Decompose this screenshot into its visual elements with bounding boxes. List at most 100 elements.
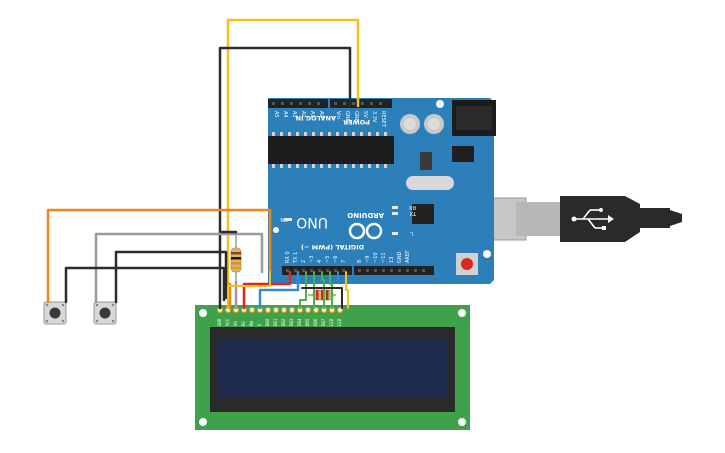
resistor-pulldown[interactable] — [230, 232, 242, 282]
lcd-pin-label: DB0 — [265, 318, 270, 326]
lcd-pin-label: DB5 — [305, 318, 310, 326]
usb-cable-end — [670, 210, 682, 226]
wire-black-gnd — [218, 46, 352, 310]
svg-text:GND: GND — [344, 111, 350, 123]
on-led — [284, 218, 292, 221]
svg-text:8: 8 — [357, 260, 363, 263]
lcd-screen — [218, 340, 447, 397]
lcd-pin-label: V0 — [233, 321, 238, 326]
chip-pins-bottom — [272, 164, 387, 168]
svg-text:A0: A0 — [318, 111, 324, 118]
chip-pins-top — [272, 132, 387, 136]
analog-in-label: ANALOG IN — [296, 114, 336, 122]
wire-orange-button1 — [46, 208, 272, 304]
rx-label: RX — [409, 204, 416, 210]
pushbutton-cap — [99, 307, 111, 319]
lcd-pin-label: RW — [249, 321, 254, 326]
svg-text:GND: GND — [353, 111, 359, 123]
svg-text:A1: A1 — [309, 111, 315, 118]
digital-pwm-label: DIGITAL (PWM ~) — [301, 243, 364, 251]
arduino-brand-text: ARDUINO — [347, 211, 384, 219]
svg-text:3.3V: 3.3V — [371, 111, 377, 123]
lcd-mount-hole — [199, 418, 207, 426]
wire-yellow-lcd-vcc — [227, 271, 271, 301]
analog-header — [268, 99, 328, 108]
pushbutton-1[interactable] — [43, 301, 67, 325]
svg-text:5V: 5V — [362, 111, 368, 118]
arduino-mount-hole — [483, 250, 491, 258]
lcd-mount-hole — [199, 309, 207, 317]
svg-text:~6: ~6 — [333, 256, 339, 263]
arduino-mount-hole — [273, 227, 279, 233]
svg-text:~5: ~5 — [325, 256, 331, 263]
lcd-pin-label: DB4 — [297, 318, 302, 326]
lcd-pin-label: GND — [217, 318, 222, 326]
svg-text:A3: A3 — [291, 111, 297, 118]
wire-yellow-5v — [226, 18, 360, 310]
svg-text:GND: GND — [397, 251, 403, 263]
lcd-pin-label: DB7 — [321, 318, 326, 326]
svg-text:RX 0: RX 0 — [285, 251, 291, 263]
svg-text:RESET: RESET — [380, 111, 386, 128]
digital-pin-labels: RX 0 TX 1 2 ~3 4 ~5 ~6 7 8 ~9 ~10 ~11 13… — [285, 250, 411, 264]
lcd-pin-label: RS — [241, 321, 246, 326]
lcd-pin-label: E — [257, 323, 262, 326]
svg-text:A2: A2 — [300, 111, 306, 118]
wire-black-button1-gnd — [64, 266, 226, 304]
arduino-infinity-logo — [348, 222, 383, 240]
wire-green-db7 — [329, 271, 333, 309]
l-led — [392, 232, 398, 235]
usb-plug-sleeve — [516, 202, 566, 236]
svg-text:Vin: Vin — [335, 111, 341, 119]
svg-text:A5: A5 — [273, 111, 279, 118]
lcd-pin-label: DB1 — [273, 318, 278, 326]
lcd-pin-row — [216, 306, 344, 314]
wire-yellow-led — [345, 271, 349, 309]
lcd-pin-label: VCC — [225, 318, 230, 326]
usb-icon — [575, 209, 608, 229]
wire-blue-enable — [258, 270, 300, 310]
lcd-pin-label: DB2 — [281, 318, 286, 326]
arduino-uno-board: ANALOG IN POWER DIGITAL (PWM ~) UNO ARDU… — [268, 98, 496, 284]
wire-green-db6 — [321, 271, 325, 309]
tx-label: TX — [409, 210, 417, 216]
lcd-pin-label: LED — [337, 318, 342, 326]
tx-led — [392, 212, 398, 215]
svg-text:~9: ~9 — [365, 256, 371, 263]
lcd-mount-hole — [458, 309, 466, 317]
wire-black-led — [301, 287, 343, 309]
lcd-pin-label: DB3 — [289, 318, 294, 326]
digital-header-high — [354, 266, 434, 275]
arduino-mount-hole — [436, 100, 444, 108]
svg-text:A4: A4 — [282, 111, 288, 118]
crystal-oscillator — [406, 176, 454, 190]
wire-red-rs — [242, 270, 292, 310]
wire-green-db4 — [299, 271, 307, 309]
svg-text:~10: ~10 — [373, 252, 379, 263]
svg-text:~3: ~3 — [309, 256, 315, 263]
lcd-mount-hole — [458, 418, 466, 426]
led-l-label: L — [410, 230, 413, 236]
svg-text:13: 13 — [389, 257, 395, 263]
svg-text:7: 7 — [341, 260, 347, 263]
lcd-pin-label: LED — [329, 318, 334, 326]
svg-text:2: 2 — [301, 260, 307, 263]
power-label: POWER — [343, 118, 370, 126]
svg-text:AREF: AREF — [405, 250, 411, 263]
svg-text:4: 4 — [317, 260, 323, 263]
pushbutton-2[interactable] — [93, 301, 117, 325]
analog-pin-labels: A5 A4 A3 A2 A1 A0 — [273, 111, 324, 118]
lcd-module: GND VCC V0 RS RW E DB0 DB1 DB2 DB3 DB4 D… — [195, 305, 470, 430]
atmega-chip — [268, 136, 394, 164]
pushbutton-cap — [49, 307, 61, 319]
rx-led — [392, 206, 398, 209]
usb-interface-chip — [412, 204, 434, 224]
uno-logo-text: UNO — [296, 214, 328, 230]
digital-header-low — [282, 266, 352, 275]
wire-black-button2-gnd — [114, 250, 228, 304]
svg-text:~11: ~11 — [381, 252, 387, 263]
lcd-pin-label: DB6 — [313, 318, 318, 326]
voltage-regulator — [452, 146, 474, 162]
svg-text:TX 1: TX 1 — [293, 252, 299, 264]
